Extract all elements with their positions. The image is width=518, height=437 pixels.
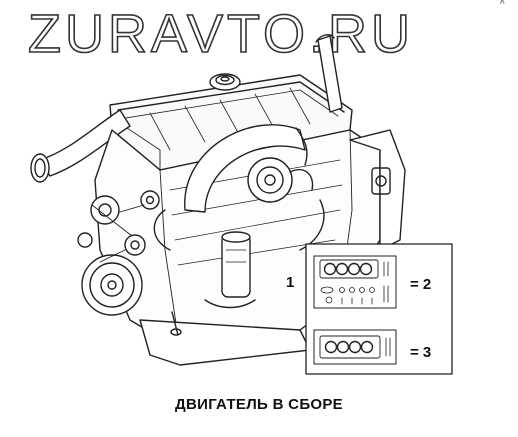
head-gasket-kit-icon xyxy=(313,329,397,365)
caption: ДВИГАТЕЛЬ В СБОРЕ xyxy=(175,396,343,413)
callout-1: 1 xyxy=(286,274,295,291)
gasket-kit-icon xyxy=(313,255,397,309)
corner-mark: ^ xyxy=(500,0,505,10)
callout-3: = 3 xyxy=(410,344,432,361)
watermark-logo: ZURAVTO.RU xyxy=(27,3,415,65)
callout-2: = 2 xyxy=(410,276,432,293)
kit-box xyxy=(305,243,453,375)
